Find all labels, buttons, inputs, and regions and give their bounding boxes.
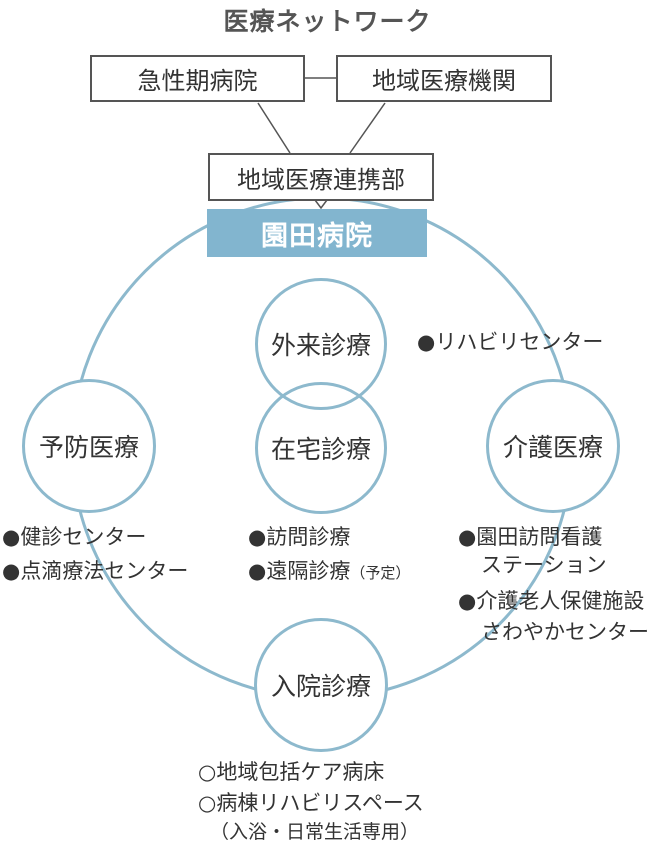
care-circle: 介護医療 <box>486 379 620 513</box>
regional-medical-box: 地域医療機関 <box>336 55 552 102</box>
home-visit-item: ●訪問診療 <box>248 525 351 549</box>
remote-care-item: ●遠隔診療（予定） <box>248 557 410 587</box>
checkup-center-item: ●健診センター <box>2 525 147 549</box>
iv-therapy-center-item: ●点滴療法センター <box>2 559 189 583</box>
link-acute-liaison <box>257 102 291 154</box>
inpatient-label: 入院診療 <box>270 672 371 701</box>
prevention-circle: 予防医療 <box>22 379 156 513</box>
link-regional-liaison <box>349 102 386 154</box>
inpatient-circle: 入院診療 <box>254 618 388 752</box>
acute-hospital-label: 急性期病院 <box>137 67 258 95</box>
remote-care-label: ●遠隔診療 <box>248 559 351 583</box>
regional-medical-label: 地域医療機関 <box>372 67 516 95</box>
sawayaka-center-line: さわやかセンター <box>481 620 649 644</box>
acute-hospital-box: 急性期病院 <box>90 55 305 102</box>
visiting-nurse-item: ●園田訪問看護 <box>458 525 603 549</box>
community-care-bed-item: ○地域包括ケア病床 <box>198 760 385 784</box>
liaison-pointer <box>314 199 328 210</box>
outpatient-label: 外来診療 <box>270 331 371 360</box>
home-care-circle: 在宅診療 <box>255 382 387 514</box>
liaison-dept-label: 地域医療連携部 <box>237 165 405 194</box>
page-title: 医療ネットワーク <box>223 7 432 36</box>
care-label: 介護医療 <box>502 433 603 462</box>
visiting-nurse-station-line: ステーション <box>481 553 607 577</box>
bathing-daily-living-note: （入浴・日常生活専用） <box>210 821 420 843</box>
prevention-label: 予防医療 <box>38 433 139 462</box>
sonoda-hospital-banner: 園田病院 <box>207 209 427 257</box>
home-care-label: 在宅診療 <box>270 435 371 464</box>
rehab-center-item: ●リハビリセンター <box>417 330 604 354</box>
liaison-dept-box: 地域医療連携部 <box>208 153 434 201</box>
remote-care-note: （予定） <box>350 564 411 582</box>
ward-rehab-space-item: ○病棟リハビリスペース <box>198 791 424 815</box>
geriatric-facility-item: ●介護老人保健施設 <box>458 589 645 613</box>
sonoda-hospital-label: 園田病院 <box>261 220 373 252</box>
